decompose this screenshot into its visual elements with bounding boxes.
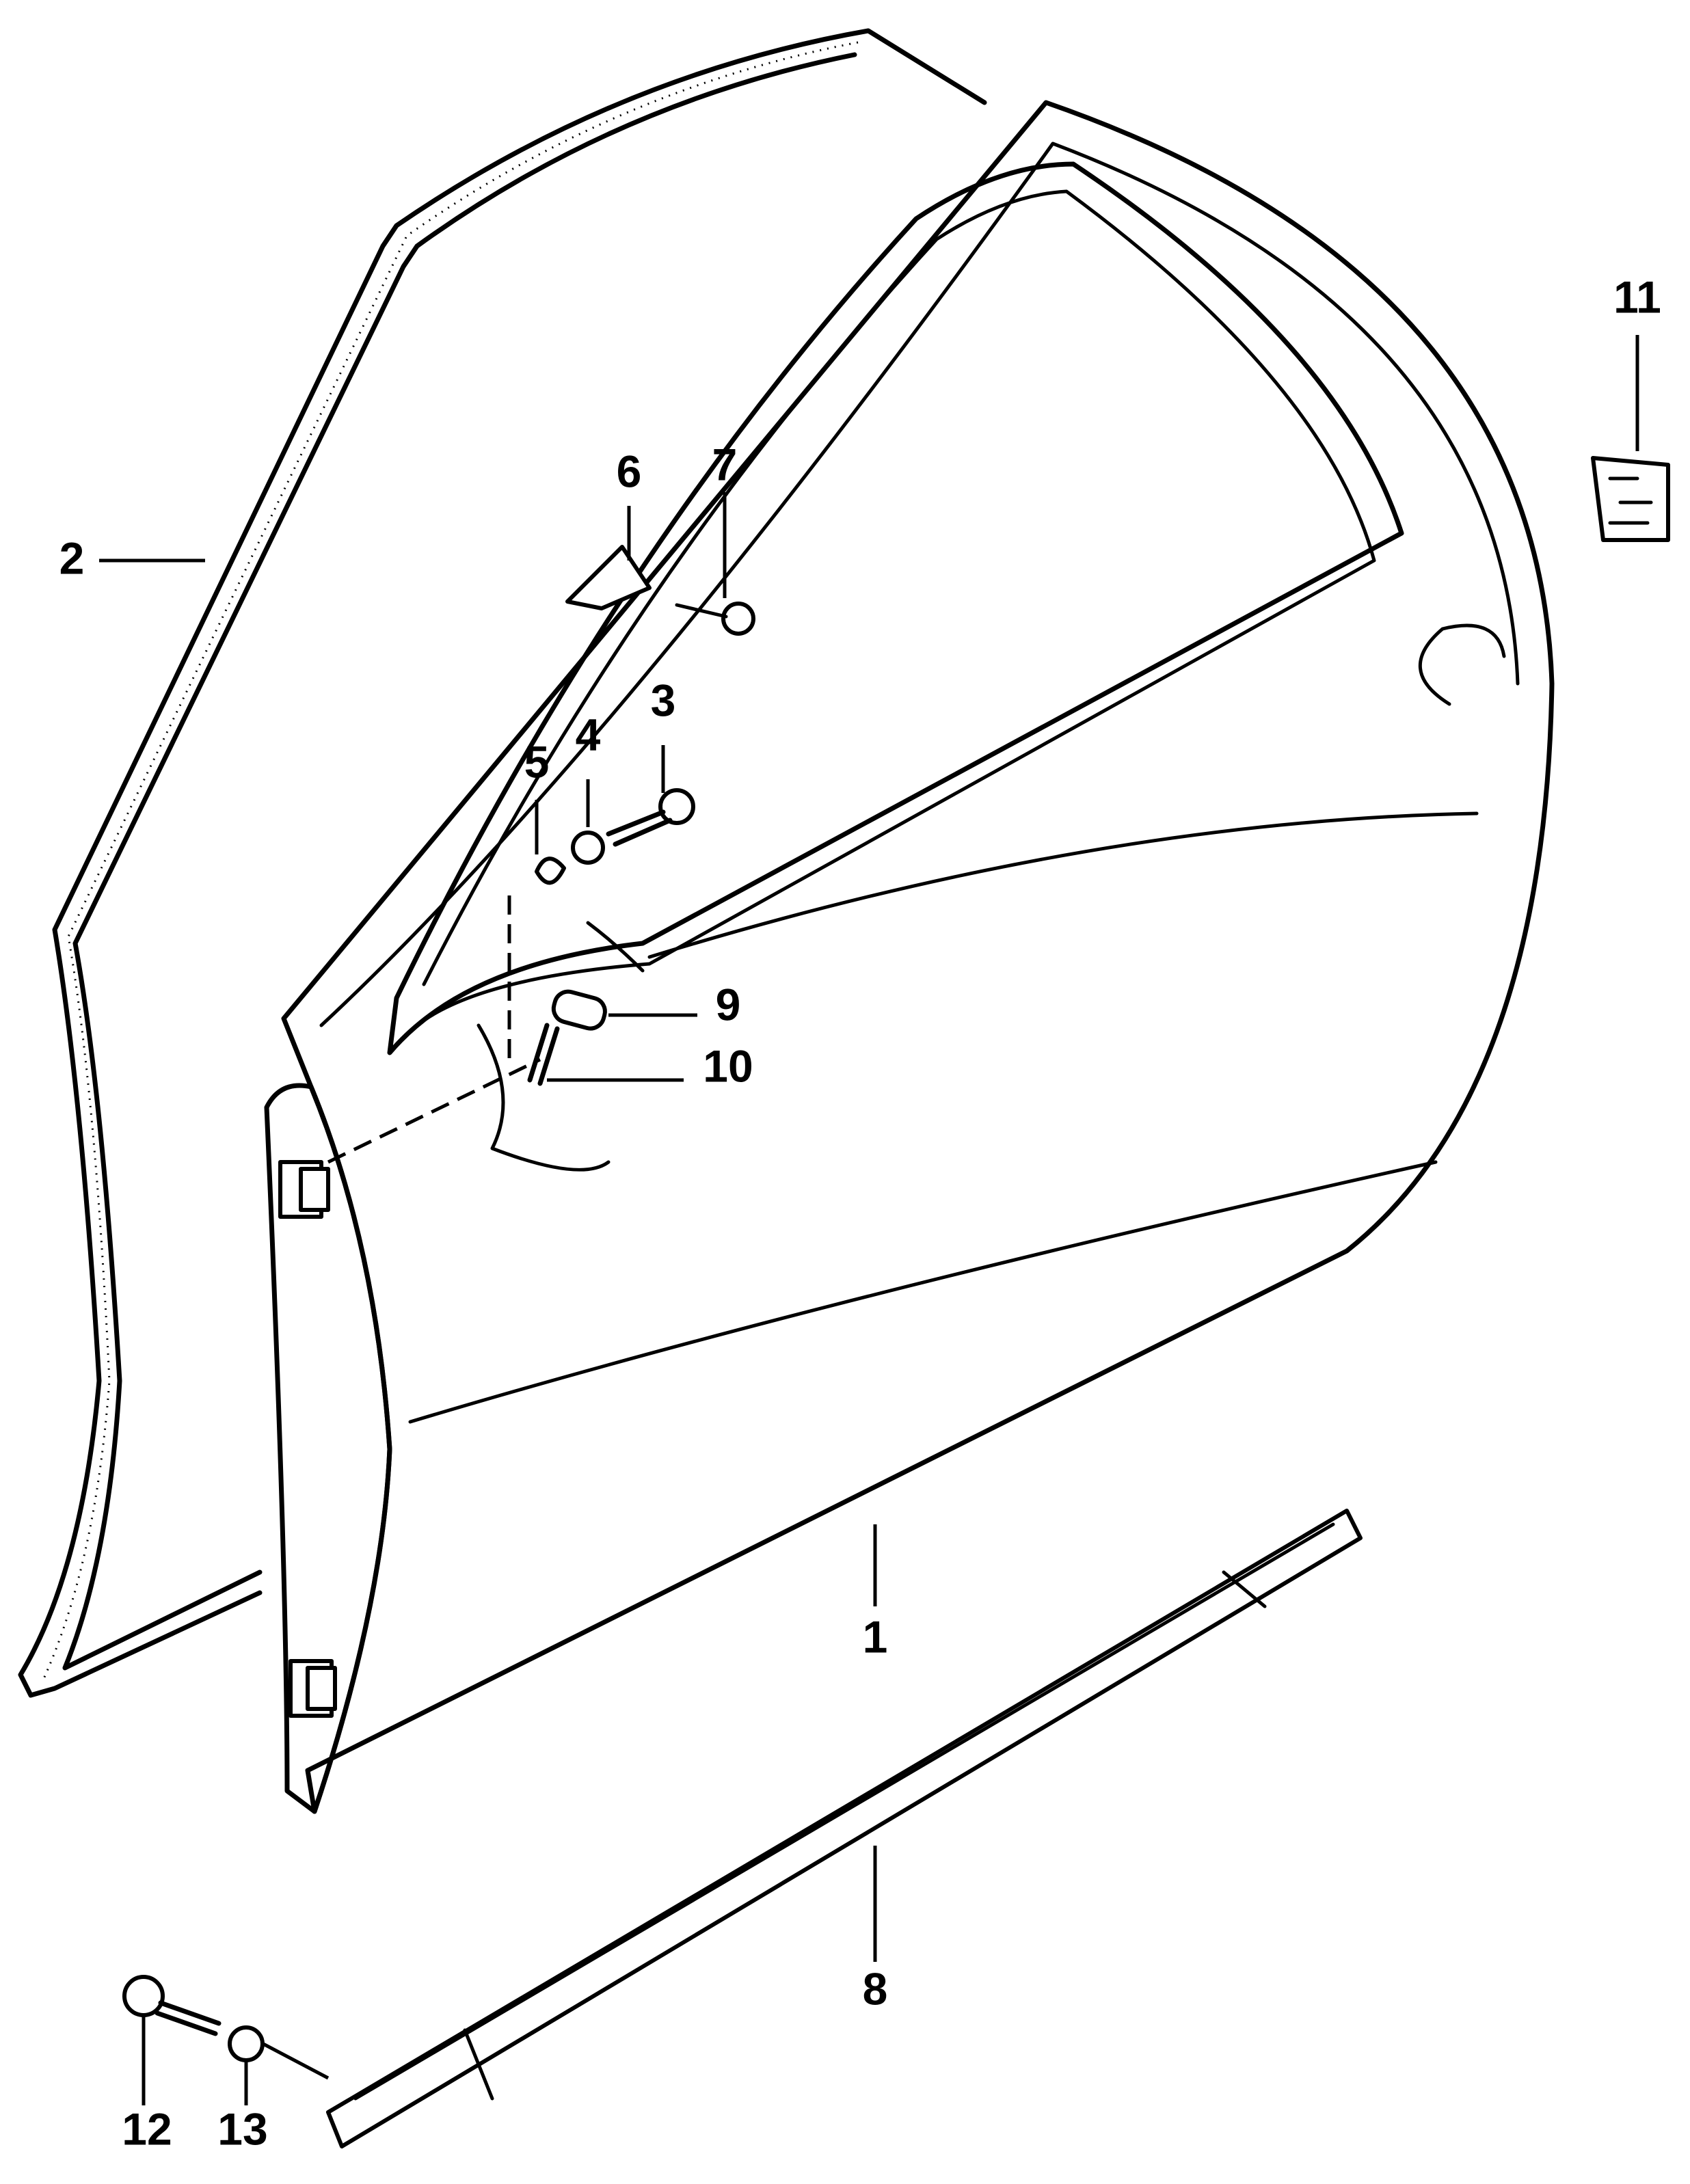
washer-lower [228,2025,265,2062]
callout-1: 1 [863,1611,888,1662]
screw [675,602,755,636]
corner-cap [565,545,652,610]
callout-12: 12 [122,2103,172,2154]
callout-13: 13 [217,2103,267,2154]
pin [527,1023,560,1086]
bolt [606,788,695,847]
spring-washer [535,857,566,885]
callout-9: 9 [716,979,741,1029]
leader-lines [99,335,1639,2105]
weatherstrip-seal [18,28,987,1698]
bolt-lower [122,1975,222,2036]
callout-3: 3 [651,675,676,725]
callout-11: 11 [1613,271,1661,322]
callout-6: 6 [617,446,642,496]
callout-8: 8 [863,1963,888,2014]
callout-2: 2 [59,532,85,583]
rocker-molding [326,1509,1363,2148]
washer-small [571,831,605,865]
callout-7: 7 [712,439,738,489]
door-panel [264,100,1555,1814]
callout-10: 10 [703,1040,753,1091]
callout-5: 5 [524,736,550,787]
sleeve [551,989,607,1031]
clip [1591,456,1670,542]
callout-4: 4 [576,709,601,759]
